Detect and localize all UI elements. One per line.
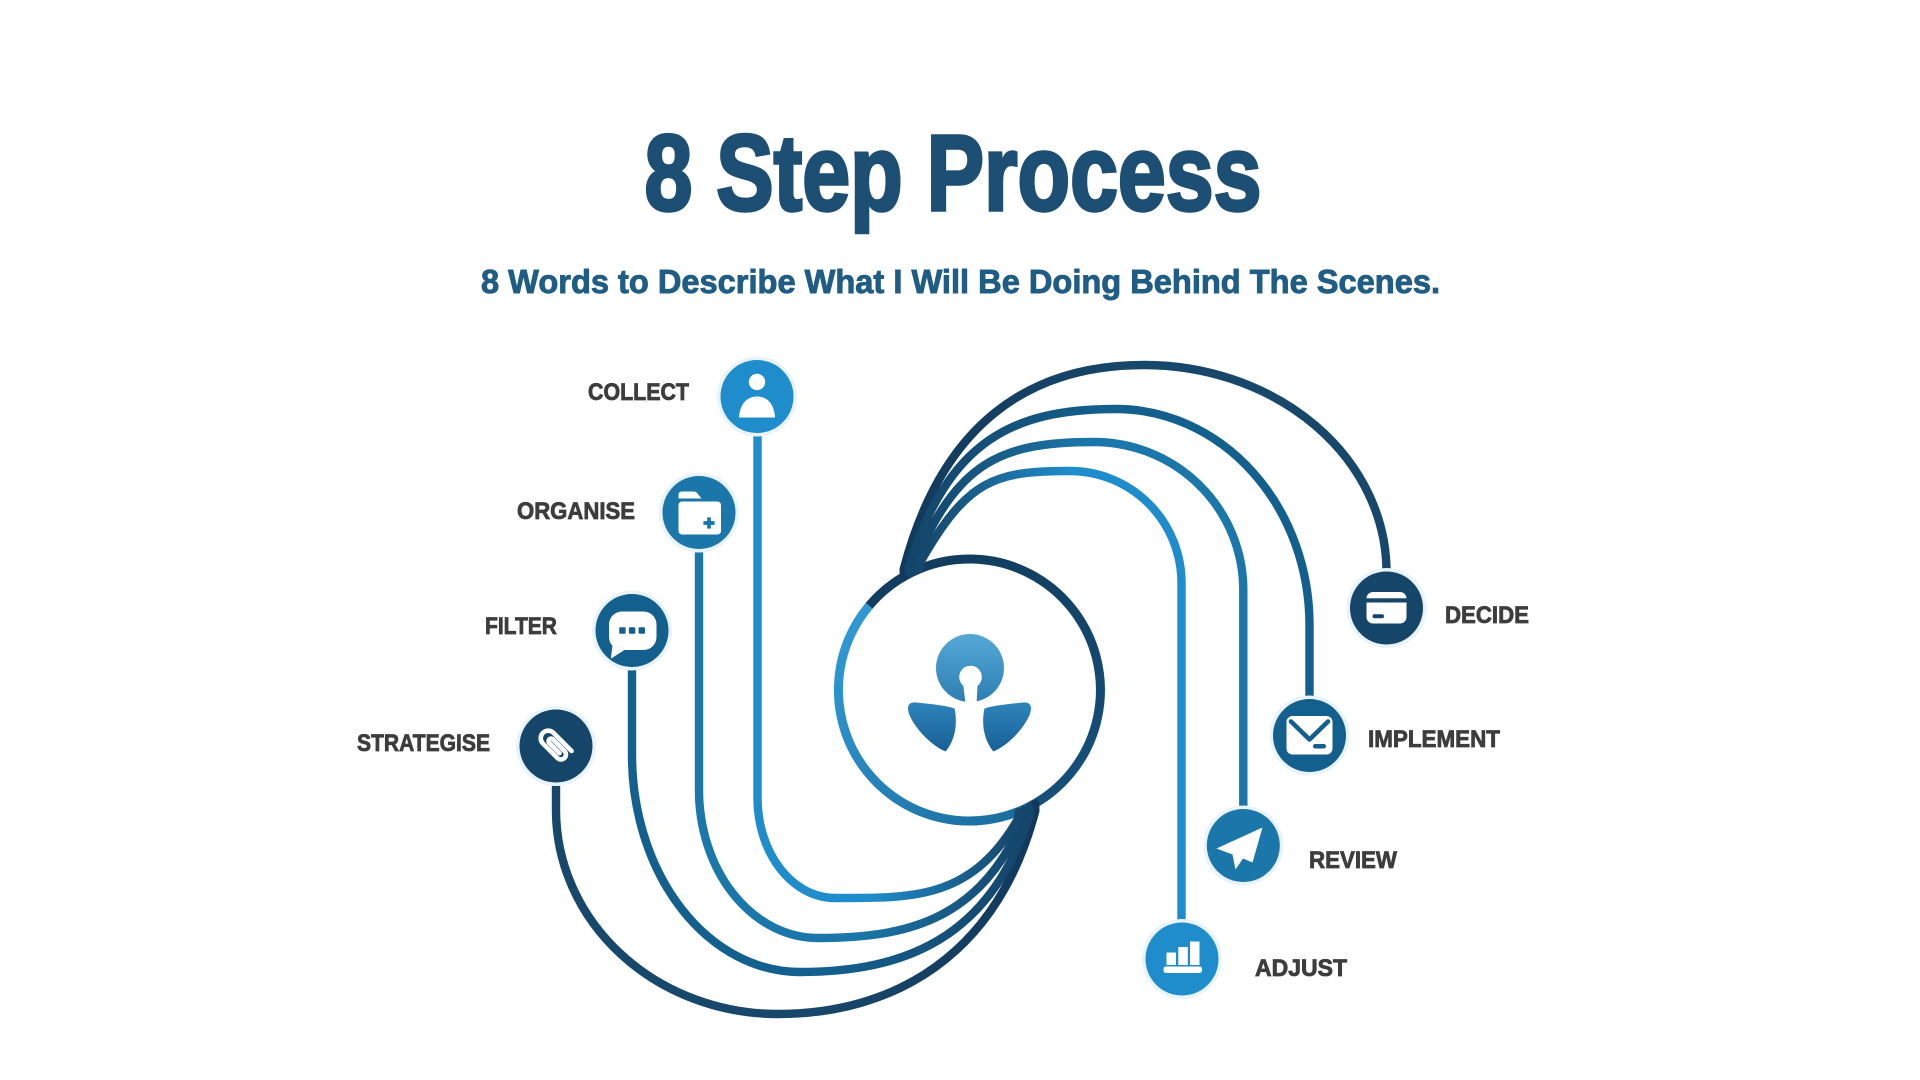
svg-text:8 Step Process: 8 Step Process: [645, 112, 1262, 233]
svg-text:ORGANISE: ORGANISE: [517, 498, 635, 525]
svg-text:ADJUST: ADJUST: [1255, 955, 1347, 982]
svg-text:COLLECT: COLLECT: [588, 379, 689, 406]
svg-text:STRATEGISE: STRATEGISE: [357, 730, 490, 757]
svg-text:DECIDE: DECIDE: [1445, 602, 1529, 629]
svg-text:8 Words to Describe What I Wil: 8 Words to Describe What I Will Be Doing…: [481, 263, 1440, 300]
svg-text:FILTER: FILTER: [485, 613, 557, 640]
svg-text:IMPLEMENT: IMPLEMENT: [1368, 726, 1500, 753]
svg-text:REVIEW: REVIEW: [1309, 847, 1397, 874]
